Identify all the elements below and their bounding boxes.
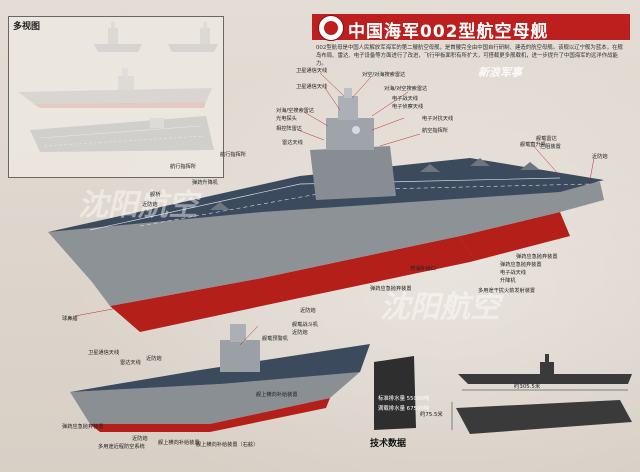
watermark-left: 沈阳航空: [78, 188, 198, 223]
page-title: 中国海军002型航空母舰: [348, 22, 549, 42]
lower-ship: [70, 324, 370, 432]
multi-view-panel: 多视图: [8, 16, 224, 178]
callout-nav-bridge-2: 航行指挥所: [170, 164, 196, 170]
callout-helicopter: 舰载直升机: [520, 142, 546, 148]
callout-ew-antenna-2: 电子战天线: [500, 270, 526, 276]
callout-replenishment-1: 舰上横向补给装置: [158, 440, 200, 446]
callout-ship-radar: 舰载雷达: [536, 136, 557, 142]
callout-radar-antenna: 雷达天线: [282, 140, 303, 146]
title-bar: [312, 14, 630, 40]
callout-nav-bridge-1: 航行指挥所: [220, 152, 246, 158]
spec-beam: 约75.5米: [420, 412, 443, 418]
callout-arrestor-gear: 拦阻装置: [540, 144, 561, 150]
navy-emblem-icon: [318, 15, 344, 41]
callout-air-sea-radar-2: 对海/空搜索雷达: [276, 108, 315, 114]
callout-ciws-4: 近防炮: [292, 330, 308, 336]
callout-phased-array: 相控阵雷达: [276, 126, 302, 132]
callout-ciws-1: 近防炮: [592, 154, 608, 160]
callout-ciws-2: 近防炮: [142, 202, 158, 208]
callout-ammo-jettison-2: 弹药应急抛弃装置: [500, 262, 542, 268]
tech-silhouettes: [374, 354, 632, 434]
callout-replenishment-3: 舰上横向补给装置: [256, 392, 298, 398]
callout-fighter: 舰载战斗机: [292, 322, 318, 328]
callout-bulbous-bow: 球鼻艏: [62, 316, 78, 322]
spec-full-displacement: 满载排水量 67500吨: [378, 406, 430, 412]
watermark-right: 沈阳航空: [380, 290, 500, 325]
multi-view-label: 多视图: [13, 22, 41, 32]
callout-fuel-port: 燃油补给口: [410, 266, 436, 272]
callout-close-in-defense: 多用途近程防空系统: [98, 444, 145, 450]
callout-replenishment-2: 舰上横向补给装置（右舷）: [196, 442, 259, 448]
tech-data-title: 技术数据: [370, 439, 407, 449]
spec-standard-displacement: 标准排水量 55000吨: [378, 396, 430, 402]
callout-air-sea-radar-1: 对空/对海搜索雷达: [362, 72, 406, 78]
callout-sea-air-radar: 对海/对空搜索雷达: [384, 86, 428, 92]
intro-text: 002型航母是中国人民解放军海军的第二艘航空母舰，是首艘完全由中国自行研制、建造…: [316, 45, 623, 68]
callout-esm-antenna: 电子侦察天线: [392, 104, 424, 110]
callout-air-control: 航空指挥所: [422, 128, 448, 134]
callout-sat-antenna-1: 卫星通信天线: [296, 68, 328, 74]
callout-radar-antenna-2: 雷达天线: [120, 360, 141, 366]
callout-ammo-jettison-3: 弹药应急抛弃装置: [370, 286, 412, 292]
callout-ew-antenna-1: 电子战天线: [392, 96, 418, 102]
callout-ciws-6: 近防炮: [132, 436, 148, 442]
main-ship: [48, 88, 604, 332]
sina-watermark: 新浪军事: [478, 66, 522, 79]
callout-decoy-launcher: 多用途干扰火箭发射装置: [478, 288, 536, 294]
callout-sat-antenna-2: 卫星通信天线: [296, 84, 328, 90]
callout-elevator: 升降机: [500, 278, 516, 284]
callout-ammo-jettison-1: 弹药应急抛弃装置: [516, 254, 558, 260]
callout-bridge: 舰桥: [150, 192, 161, 198]
callout-eo-sensor: 光电探头: [276, 116, 297, 122]
callout-ciws-5: 近防炮: [146, 356, 162, 362]
callout-ammo-jettison-4: 弹药应急抛弃装置: [62, 424, 104, 430]
callout-ciws-3: 近防炮: [300, 308, 316, 314]
callout-aew: 舰载预警机: [262, 336, 288, 342]
leader-lines: [74, 72, 595, 346]
callout-ammo-lift: 弹药升降机: [192, 180, 218, 186]
callout-ecm-antenna: 电子对抗天线: [422, 116, 454, 122]
callout-sat-antenna-3: 卫星通信天线: [88, 350, 120, 356]
spec-length: 约305.5米: [514, 384, 541, 390]
